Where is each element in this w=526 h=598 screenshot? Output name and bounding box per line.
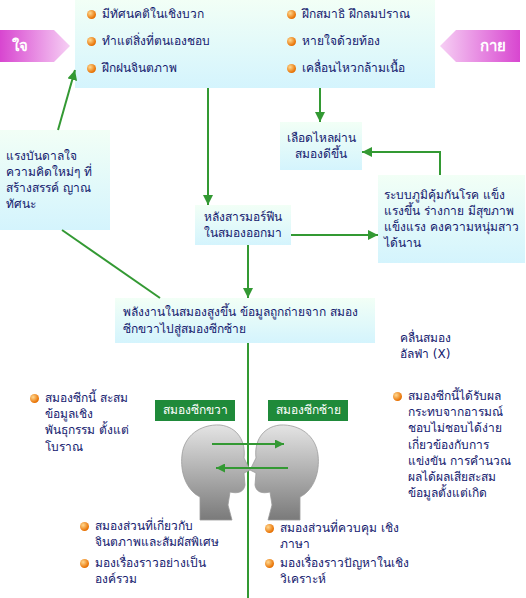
flow-connector xyxy=(291,234,378,236)
item-text: เคลื่อนไหวกล้ามเนื้อ xyxy=(302,60,405,76)
box-text: พลังงานในสมองสูงขึ้น ข้อมูลถูกถ่ายจาก สม… xyxy=(123,304,367,336)
head-silhouette xyxy=(182,425,250,520)
bullet-dot xyxy=(287,37,296,46)
flow-connector xyxy=(62,230,160,298)
bullet-dot xyxy=(30,394,39,403)
tag-text: กาย xyxy=(480,36,506,56)
note-text: สมองซีกนี้ สะสมข้อมูลเชิง พันธุกรรม ตั้ง… xyxy=(45,390,142,455)
note-text: สมองส่วนที่ควบคุม เชิงภาษา xyxy=(280,520,415,552)
tag-outline xyxy=(0,30,70,62)
bullet-dot xyxy=(393,392,402,401)
flow-connector xyxy=(362,152,440,175)
transfer-arrow xyxy=(212,443,284,445)
text-box: แรงบันดาลใจ ความคิดใหม่ๆ ที่ สร้างสรรค์ … xyxy=(0,130,110,230)
tag-outline xyxy=(440,30,520,62)
box-text: แรงบันดาลใจ ความคิดใหม่ๆ ที่ สร้างสรรค์ … xyxy=(6,148,104,213)
bullet-dot xyxy=(287,10,296,19)
box-body: ใจ xyxy=(0,30,70,62)
box-text: สมองซีกขวา xyxy=(163,402,228,418)
item-text: ฝึกฝนจินตภาพ xyxy=(102,60,177,76)
bullet-item: มีทัศนคติในเชิงบวก xyxy=(87,6,204,22)
note-text: สมองซีกนี้ได้รับผล กระทบจากอารมณ์ ชอบไม่… xyxy=(408,388,525,501)
box-body: ระบบภูมิคุ้มกันโรค แข็งแรงขึ้น ร่างกาย ม… xyxy=(378,175,525,263)
item-text: ทำแต่สิ่งที่ตนเองชอบ xyxy=(102,33,210,49)
box-text: สมองซีกซ้าย xyxy=(276,402,341,418)
bullet-note: มองเรื่องราวอย่างเป็น องค์รวม xyxy=(80,555,230,587)
note-text: สมองส่วนที่เกี่ยวกับ จินตภาพและสัมผัสพิเ… xyxy=(95,518,230,550)
note-text: มองเรื่องราวอย่างเป็น องค์รวม xyxy=(95,555,230,587)
transfer-arrow xyxy=(216,467,288,469)
bullet-dot xyxy=(80,559,89,568)
text-box: เลือดไหลผ่าน สมองดีขึ้น xyxy=(280,122,362,170)
box-text: หลังสารมอร์ฟีน ในสมองออกมา xyxy=(199,209,287,241)
bullet-dot xyxy=(87,64,96,73)
bullet-dot xyxy=(80,522,89,531)
bullet-item: ฝึกสมาธิ ฝึกลมปราณ xyxy=(287,6,410,22)
bullet-note: สมองส่วนที่เกี่ยวกับ จินตภาพและสัมผัสพิเ… xyxy=(80,518,230,550)
box-body: หลังสารมอร์ฟีน ในสมองออกมา xyxy=(195,205,291,245)
box-body: แรงบันดาลใจ ความคิดใหม่ๆ ที่ สร้างสรรค์ … xyxy=(0,130,110,230)
box-body: กาย xyxy=(440,30,520,62)
bullet-dot xyxy=(87,37,96,46)
bullet-dot xyxy=(265,559,274,568)
head-silhouette xyxy=(250,425,318,520)
text-box: หลังสารมอร์ฟีน ในสมองออกมา xyxy=(195,205,291,245)
text-box: สมองซีกซ้าย xyxy=(268,400,348,421)
head-group xyxy=(250,425,318,520)
note-text: คลื่นสมอง อัลฟ่า (X) xyxy=(400,330,480,362)
flow-connector xyxy=(207,88,209,205)
text-box: มีทัศนคติในเชิงบวกทำแต่สิ่งที่ตนเองชอบฝึ… xyxy=(75,0,435,88)
flow-connector xyxy=(319,88,321,122)
text-box: สมองซีกขวา xyxy=(155,400,235,421)
text-box: ระบบภูมิคุ้มกันโรค แข็งแรงขึ้น ร่างกาย ม… xyxy=(378,175,525,263)
bullet-dot xyxy=(265,524,274,533)
item-text: หายใจด้วยท้อง xyxy=(302,33,380,49)
box-body: สมองซีกขวา xyxy=(155,400,235,421)
item-text: มีทัศนคติในเชิงบวก xyxy=(102,6,204,22)
flow-connector xyxy=(58,70,75,130)
note-label: คลื่นสมอง อัลฟ่า (X) xyxy=(400,330,480,362)
note-text: มองเรื่องราวปัญหาในเชิง วิเคราะห์ xyxy=(280,555,425,587)
arrow-tag: ใจ xyxy=(0,30,70,62)
bullet-item: ฝึกฝนจินตภาพ xyxy=(87,60,177,76)
item-text: ฝึกสมาธิ ฝึกลมปราณ xyxy=(302,6,410,22)
box-text: ระบบภูมิคุ้มกันโรค แข็งแรงขึ้น ร่างกาย ม… xyxy=(384,187,519,252)
bullet-item: ทำแต่สิ่งที่ตนเองชอบ xyxy=(87,33,210,49)
box-text: เลือดไหลผ่าน สมองดีขึ้น xyxy=(284,130,358,162)
bullet-item: หายใจด้วยท้อง xyxy=(287,33,380,49)
bullet-note: สมองซีกนี้ สะสมข้อมูลเชิง พันธุกรรม ตั้ง… xyxy=(30,390,142,455)
text-box: พลังงานในสมองสูงขึ้น ข้อมูลถูกถ่ายจาก สม… xyxy=(115,298,375,343)
bullet-dot xyxy=(87,10,96,19)
box-body: สมองซีกซ้าย xyxy=(268,400,348,421)
bullet-note: สมองส่วนที่ควบคุม เชิงภาษา xyxy=(265,520,415,552)
tag-text: ใจ xyxy=(12,36,28,56)
tag-shape xyxy=(0,30,70,62)
bullet-item: เคลื่อนไหวกล้ามเนื้อ xyxy=(287,60,405,76)
box-body: เลือดไหลผ่าน สมองดีขึ้น xyxy=(280,122,362,170)
box-body: พลังงานในสมองสูงขึ้น ข้อมูลถูกถ่ายจาก สม… xyxy=(115,298,375,343)
bullet-dot xyxy=(287,64,296,73)
flow-connector xyxy=(247,245,249,298)
bullet-note: สมองซีกนี้ได้รับผล กระทบจากอารมณ์ ชอบไม่… xyxy=(393,388,525,501)
arrow-tag: กาย xyxy=(440,30,520,62)
bullet-note: มองเรื่องราวปัญหาในเชิง วิเคราะห์ xyxy=(265,555,425,587)
